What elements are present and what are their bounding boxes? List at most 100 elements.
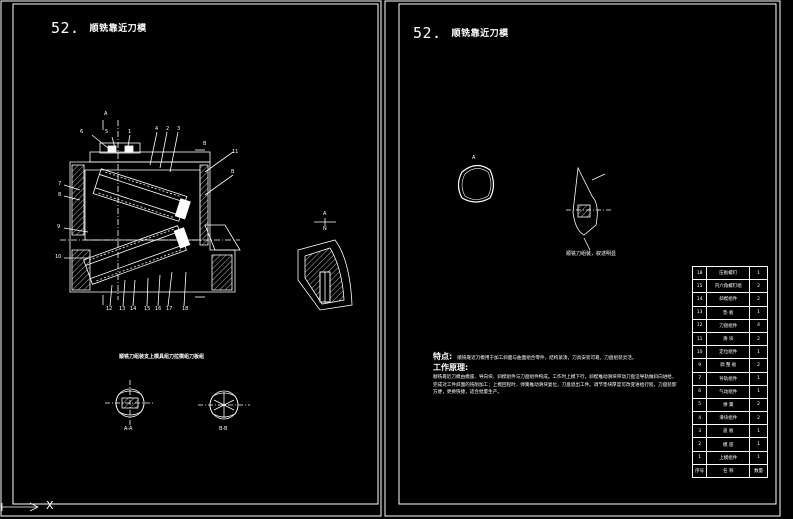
table-row: 序号名 称数量: [691, 463, 768, 479]
part-number-cell: 7: [691, 371, 708, 386]
part-qty-cell: 2: [749, 279, 768, 294]
part-qty-cell: 4: [749, 318, 768, 333]
cutter-detail: [566, 166, 612, 251]
callout-label: 9: [57, 224, 61, 230]
process-text: 顺铣靠近刀模由模座、导向块、斜楔组件与刀盘组件构成。工作时上模下行，斜楔推动滑块…: [433, 375, 677, 396]
right-title-number: 52.: [413, 24, 442, 42]
callout-label: 8: [58, 192, 62, 198]
part-number-cell: 3: [691, 424, 708, 439]
notes-block: 特点: 顺铣靠近刀模用于加工斜面与曲面组合零件，结构紧凑，刀具安装可靠，刀盘组装…: [433, 346, 681, 363]
part-name-cell: 盖 板: [706, 424, 751, 439]
part-qty-cell: 1: [749, 384, 768, 399]
part-number-cell: 1: [691, 450, 708, 465]
part-number-cell: 序号: [691, 463, 708, 479]
section-label-a-a: A-A: [124, 426, 133, 432]
part-number-cell: 4: [691, 411, 708, 426]
section-label-b-b: B-B: [219, 426, 228, 432]
shape-label: A: [472, 155, 476, 161]
part-name-cell: 名 称: [706, 463, 751, 479]
part-name-cell: 导轨组件: [706, 371, 751, 386]
callout-label: B: [231, 169, 235, 175]
right-sheet-frame: [384, 0, 781, 517]
detail-view-a: [297, 218, 353, 311]
part-number-cell: 11: [691, 331, 708, 347]
main-assembly-view: [60, 120, 241, 307]
section-view-a-a: [105, 380, 155, 425]
part-name-cell: 模 座: [706, 437, 751, 452]
left-title-text: 顺铣靠近刀模: [89, 24, 147, 34]
callout-label: 6: [80, 129, 84, 135]
part-name-cell: 气动组件: [706, 384, 751, 399]
part-number-cell: 10: [691, 345, 708, 360]
part-qty-cell: 2: [749, 358, 768, 373]
part-name-cell: 内六角螺钉组: [706, 279, 751, 294]
detail-label: N: [323, 226, 327, 232]
part-qty-cell: 1: [749, 437, 768, 452]
part-name-cell: 刀盘组件: [706, 318, 751, 333]
notes-intro: 顺铣靠近刀模用于加工斜面与曲面组合零件，结构紧凑，刀具安装可靠，刀盘组装灵活。: [457, 356, 637, 361]
callout-label: 12: [106, 306, 113, 312]
callout-label: 13: [119, 306, 126, 312]
left-sheet-title: 52. 顺铣靠近刀模: [51, 21, 147, 36]
callout-label: 18: [182, 306, 189, 312]
callout-label: 10: [55, 254, 62, 260]
callout-label: 15: [144, 306, 151, 312]
part-number-cell: 2: [691, 437, 708, 452]
part-qty-cell: 2: [749, 292, 768, 307]
part-number-cell: 9: [691, 358, 708, 373]
section-view-b-b: [198, 390, 250, 420]
part-qty-cell: 1: [749, 424, 768, 439]
profile-shape: [457, 164, 495, 203]
part-qty-cell: 2: [749, 397, 768, 413]
callout-label: 7: [58, 181, 62, 187]
part-name-cell: 滑块组件: [706, 411, 751, 426]
detail-label: A: [323, 211, 327, 217]
left-title-number: 52.: [51, 19, 80, 37]
callout-label: 3: [177, 126, 181, 132]
part-qty-cell: 2: [749, 331, 768, 347]
callout-label: 11: [232, 149, 239, 155]
part-number-cell: 14: [691, 292, 708, 307]
callout-label: 5: [105, 129, 109, 135]
part-qty-cell: 2: [749, 411, 768, 426]
part-qty-cell: 1: [749, 345, 768, 360]
right-title-text: 顺铣靠近刀模: [451, 29, 509, 39]
part-qty-cell: 1: [749, 450, 768, 465]
ucs-axis-icon: [1, 502, 39, 512]
part-number-cell: 6: [691, 384, 708, 399]
callout-label: 4: [155, 126, 159, 132]
part-name-cell: 定位组件: [706, 345, 751, 360]
part-name-cell: 垫 板: [706, 305, 751, 320]
part-name-cell: 压板螺钉: [706, 265, 751, 281]
part-qty-cell: 1: [749, 305, 768, 320]
part-name-cell: 滑 块: [706, 331, 751, 347]
callout-label: 17: [166, 306, 173, 312]
part-number-cell: 13: [691, 305, 708, 320]
detail-label: B: [203, 141, 207, 147]
part-number-cell: 15: [691, 279, 708, 294]
part-qty-cell: 数量: [749, 463, 768, 479]
left-sheet-frame: [0, 0, 382, 517]
right-sheet-title: 52. 顺铣靠近刀模: [413, 26, 509, 41]
process-heading: 工作原理:: [433, 363, 469, 372]
callout-label: 16: [155, 306, 162, 312]
callout-label: 1: [128, 129, 132, 135]
figure-caption: 顺铣刀组装，叙述明显: [566, 251, 617, 257]
part-qty-cell: 1: [749, 371, 768, 386]
part-name-cell: 调 整 板: [706, 358, 751, 373]
part-number-cell: 5: [691, 397, 708, 413]
part-qty-cell: 1: [749, 265, 768, 281]
part-name-cell: 上模组件: [706, 450, 751, 465]
